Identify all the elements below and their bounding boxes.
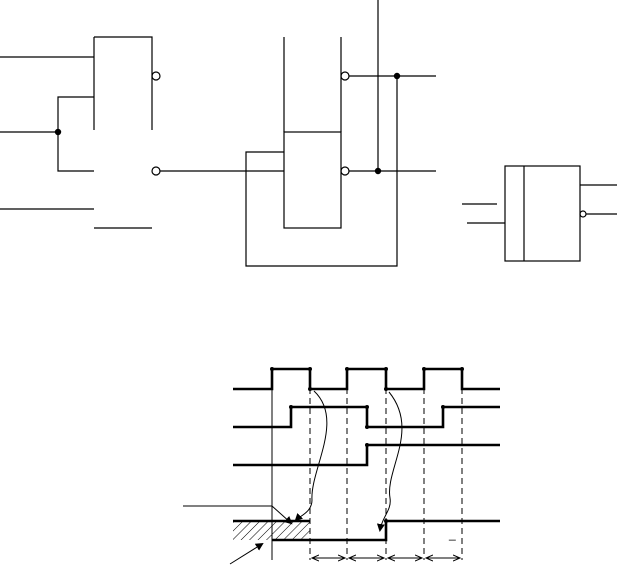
right-output-wires: [245, 0, 436, 267]
input-wire-lower: [57, 132, 94, 172]
timing-diagram: _: [183, 367, 500, 565]
left-ff-q-bubble: [151, 166, 161, 176]
pointer-line-lower: [229, 542, 264, 565]
hatched-undefined-region: [233, 521, 310, 540]
causal-arrow-2: [376, 391, 403, 532]
waveform-4-dot: [384, 519, 388, 523]
timing-sub-label: _: [448, 527, 456, 541]
waveform-2: [233, 405, 500, 429]
pointer-line-upper-diag: [271, 505, 293, 525]
right-ff-top-legs: [283, 37, 342, 132]
feedback-loop-wire: [245, 76, 398, 267]
waveform-3-dot: [365, 443, 369, 447]
left-ff-q-bar-bubble: [151, 71, 161, 81]
clock-waveform: [233, 367, 500, 391]
right-ff-q-bubble: [340, 166, 350, 176]
right-ff-body: [283, 131, 342, 229]
left-ff-body: [93, 36, 153, 130]
symbol-body: [504, 165, 581, 262]
waveform-2-dots: [289, 405, 445, 429]
circuit-schematic: [0, 0, 617, 267]
waveform-4: [272, 519, 500, 542]
left-input-wires: [0, 56, 94, 210]
causal-arrow-1: [294, 390, 328, 522]
flip-flop-symbol: [462, 165, 617, 262]
symbol-output-bubble: [579, 210, 587, 218]
clock-edge-dots: [270, 367, 464, 391]
right-flip-flop: [283, 37, 350, 229]
right-ff-q-bar-bubble: [340, 71, 350, 81]
waveform-3: [233, 443, 500, 467]
left-flip-flop: [93, 36, 161, 229]
input-wire-mid: [57, 96, 94, 132]
junction-dot-lower: [374, 167, 382, 175]
